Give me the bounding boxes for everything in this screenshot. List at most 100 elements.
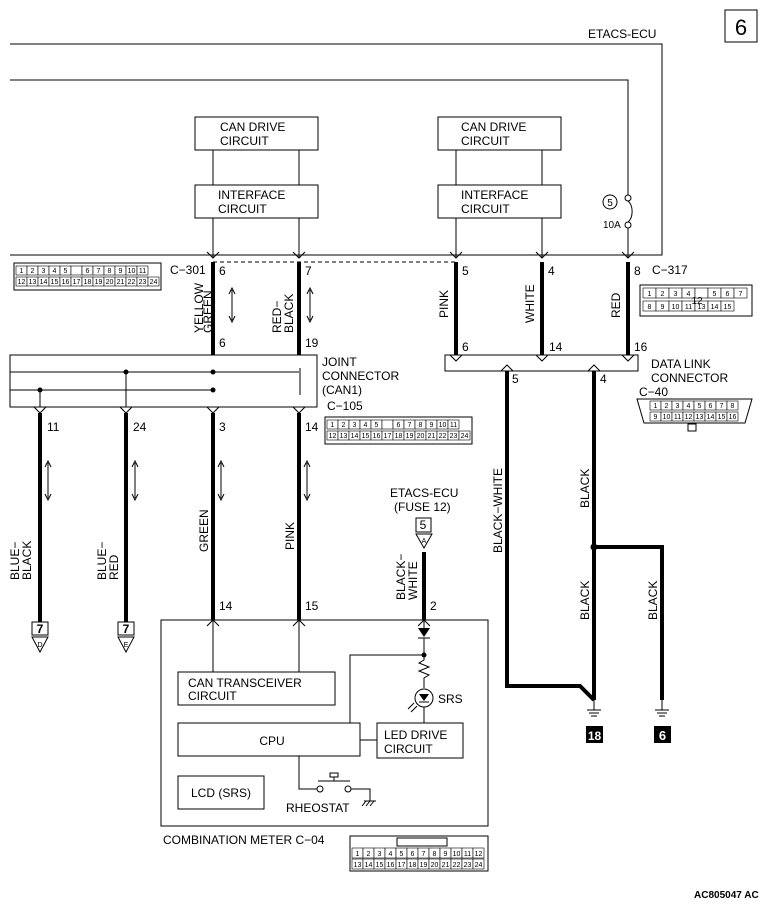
svg-text:6: 6 [659,728,666,743]
c105-pin: 12 [329,433,337,440]
c105-pin: 5 [375,422,379,429]
data-link-connector-box [444,354,639,372]
cpu-box [177,722,361,757]
svg-text:RED: RED [107,554,121,580]
c301-pin: 4 [53,268,57,275]
c317-pin: 12 [691,296,703,307]
c105-cell [447,419,460,430]
svg-text:BLACK: BLACK [282,294,296,333]
c301-pin: 22 [128,279,136,286]
svg-text:15: 15 [305,599,319,613]
rheostat-switch-symbol [298,756,376,807]
c40-pin: 15 [718,414,726,421]
c04-pin: 23 [464,862,472,869]
c04-pin: 4 [389,851,393,858]
ref-tag-blue-black [31,621,49,636]
c105-pin: 10 [439,422,447,429]
c317-pin: 6 [726,291,730,298]
c40-pin: 7 [720,403,724,410]
c301-pin: 23 [139,279,147,286]
svg-text:8: 8 [634,264,641,278]
joint-connector-box [9,354,318,408]
svg-text:CIRCUIT: CIRCUIT [461,134,510,148]
c105-pin: 6 [397,422,401,429]
c04-pin: 19 [420,862,428,869]
c04-pin: 12 [475,851,483,858]
c317-pin: 14 [711,304,719,311]
c04-cell [472,858,485,870]
svg-text:RHEOSTAT: RHEOSTAT [286,801,350,815]
c105-pin: 24 [461,433,469,440]
c105-pin: 13 [340,433,348,440]
interface-circuit-2 [437,184,562,219]
c105-pin: 4 [364,422,368,429]
c04-cell [472,847,485,859]
c40-cell [726,400,739,411]
c105-pin: 8 [419,422,423,429]
svg-text:C−40: C−40 [639,385,668,399]
c40-pin: 2 [665,403,669,410]
ecu-outline [10,43,663,256]
svg-text:PINK: PINK [437,290,451,318]
c04-pin: 5 [400,851,404,858]
c40-pin: 16 [729,414,737,421]
svg-text:19: 19 [305,336,319,350]
combination-meter-label: COMBINATION METER C−04 [163,833,325,847]
ground-symbol-18 [587,700,601,717]
svg-text:24: 24 [133,420,147,434]
c04-pin: 22 [453,862,461,869]
c04-pin: 7 [422,851,426,858]
svg-text:A: A [422,538,427,545]
svg-text:CPU: CPU [259,734,284,748]
c301-pin: 18 [84,279,92,286]
c317-cell [733,287,748,299]
c105-pin: 15 [362,433,370,440]
fuse-rating: 10A [603,220,621,231]
svg-text:16: 16 [634,340,648,354]
svg-text:SRS: SRS [438,692,463,706]
c301-pin: 19 [95,279,103,286]
svg-text:5: 5 [462,264,469,278]
c317-pin: 15 [724,304,732,311]
c317-pin: 7 [739,291,743,298]
svg-text:INTERFACE: INTERFACE [218,188,285,202]
reference-code: AC805047 AC [694,890,759,901]
svg-text:BLUE−: BLUE− [8,542,22,580]
c04-pin: 10 [453,851,461,858]
svg-text:7: 7 [305,264,312,278]
c301-pin: 12 [18,279,26,286]
svg-text:6: 6 [462,340,469,354]
svg-text:CIRCUIT: CIRCUIT [220,134,269,148]
c317-pin: 4 [687,291,691,298]
etacs-ecu-title: ETACS-ECU [588,27,656,41]
c105-pin: 16 [373,433,381,440]
svg-text:RED−: RED− [270,301,284,333]
c301-cell [136,265,149,276]
svg-text:CONNECTOR: CONNECTOR [651,371,728,385]
ref-tag-blue-red [117,621,135,636]
svg-text:BLACK: BLACK [578,581,592,620]
svg-text:CIRCUIT: CIRCUIT [218,202,267,216]
svg-text:D: D [37,642,42,649]
c04-pin: 18 [409,862,417,869]
svg-text:CAN TRANSCEIVER: CAN TRANSCEIVER [188,676,302,690]
c301-pin: 9 [119,268,123,275]
c317-cell [720,300,735,312]
fuse-symbol [627,200,633,223]
c105-pin: 1 [331,422,335,429]
c105-pin: 9 [430,422,434,429]
svg-text:PINK: PINK [283,522,297,550]
c301-pin: 13 [29,279,37,286]
svg-text:5: 5 [607,198,613,209]
c40-pin: 14 [707,414,715,421]
svg-text:4: 4 [600,372,607,386]
resistor-symbol [417,655,431,688]
c105-pin: 23 [450,433,458,440]
can-drive-circuit-2 [437,116,562,151]
can-drive-circuit-1 [194,116,319,151]
c105-pin: 7 [408,422,412,429]
